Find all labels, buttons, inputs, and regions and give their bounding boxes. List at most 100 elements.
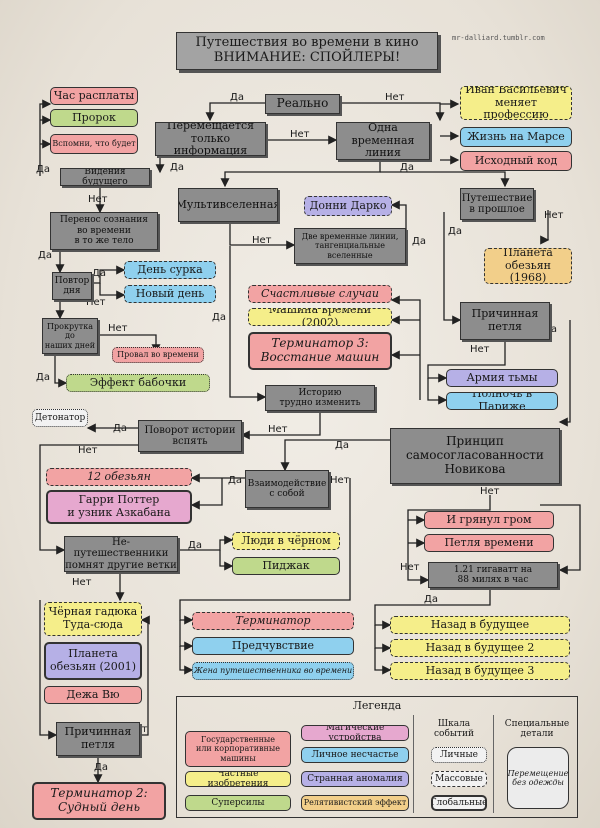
edge-label-no: Нет	[400, 562, 420, 573]
film-12-monkeys: 12 обезьян	[46, 468, 192, 486]
film-prorok: Пророк	[50, 109, 138, 127]
edge-label-no: Нет	[268, 424, 288, 435]
film-mib: Люди в чёрном	[232, 532, 340, 550]
edge-label-yes: Да	[228, 475, 242, 486]
legend-corporate: Государственные или корпоративные машины	[185, 731, 291, 767]
title-line-2: ВНИМАНИЕ: СПОЙЛЕРЫ!	[213, 50, 401, 65]
edge-label-yes: Да	[400, 162, 414, 173]
film-army: Армия тьмы	[446, 369, 558, 387]
legend-title: Легенда	[352, 699, 402, 712]
film-t2: Терминатор 2: Судный день	[32, 782, 166, 820]
film-failure: Провал во времени	[112, 347, 204, 363]
film-wife: Жена путешественника во времени	[192, 662, 354, 680]
film-premonition: Предчувствие	[192, 637, 354, 655]
legend-no-clothes: Перемещение без одежды	[507, 747, 569, 809]
edge-label-yes: Да	[170, 162, 184, 173]
film-potter: Гарри Поттер и узник Азкабана	[46, 490, 192, 524]
film-detonator: Детонатор	[32, 409, 88, 427]
film-mars: Жизнь на Марсе	[460, 127, 572, 147]
node-novikov: Принцип самосогласованности Новикова	[390, 428, 560, 484]
film-midnight: Полночь в Париже	[446, 392, 558, 410]
edge-label-no: Нет	[72, 577, 92, 588]
edge-label-yes: Да	[448, 226, 462, 237]
node-interaction: Взаимодействие с собой	[245, 470, 329, 508]
film-new-day: Новый день	[124, 285, 216, 303]
film-planet2001: Планета обезьян (2001)	[44, 642, 142, 680]
node-two-lines: Две временные линии, тангенциальные всел…	[294, 228, 406, 264]
edge-label-yes: Да	[36, 164, 50, 175]
edge-label-yes: Да	[424, 594, 438, 605]
film-butterfly: Эффект бабочки	[66, 374, 210, 392]
node-non-travelers: Не-путешественники помнят другие ветки	[64, 536, 178, 572]
edge-label-no: Нет	[480, 486, 500, 497]
node-info-only: Перемещается только информация	[155, 122, 266, 156]
edge-label-yes: Да	[92, 268, 106, 279]
edge-label-yes: Да	[94, 762, 108, 773]
node-consciousness: Перенос сознания во времени в то же тело	[50, 212, 158, 250]
film-timecrimes: Петля времени	[424, 534, 554, 552]
node-scroll: Прокрутка до наших дней	[42, 318, 98, 354]
edge-label-yes: Да	[212, 312, 226, 323]
edge-label-no: Нет	[330, 475, 350, 486]
node-past-travel: Путешествие в прошлое	[460, 188, 534, 220]
film-jacket: Пиджак	[232, 557, 340, 575]
film-bttf2: Назад в будущее 2	[390, 639, 570, 657]
edge-label-yes: Да	[335, 440, 349, 451]
film-vspomni: Вспомни, что будет	[50, 134, 138, 154]
film-blackadder: Чёрная гадюка Туда-сюда	[44, 602, 142, 636]
edge-label-no: Нет	[290, 129, 310, 140]
edge-label-yes: Да	[38, 250, 52, 261]
edge-label-no: Нет	[544, 210, 564, 221]
film-happy: Счастливые случаи	[248, 285, 392, 303]
film-chas-rasplaty: Час расплаты	[50, 87, 138, 105]
node-causal-loop-2: Причинная петля	[56, 722, 140, 756]
edge-label-no: Нет	[108, 323, 128, 334]
edge-label-no: Нет	[252, 235, 272, 246]
legend-anomaly: Странная аномалия	[301, 771, 409, 787]
film-donnie: Донни Дарко	[304, 196, 392, 216]
edge-label-no: Нет	[470, 344, 490, 355]
edge-label-yes: Да	[113, 423, 127, 434]
legend-global: Глобальные	[431, 795, 487, 811]
film-ivan: Иван Васильевич меняет профессию	[460, 86, 572, 120]
legend-accident: Личное несчастье	[301, 747, 409, 763]
film-t3: Терминатор 3: Восстание машин	[248, 332, 392, 370]
watermark: mr-dalliard.tumblr.com	[452, 34, 545, 42]
legend-personal: Личные	[431, 747, 487, 763]
edge-label-yes: Да	[412, 236, 426, 247]
film-dejavu: Дежа Вю	[44, 686, 142, 704]
node-visions: Видения будущего	[60, 168, 150, 186]
node-repeat-day: Повтор дня	[52, 272, 92, 300]
film-terminator: Терминатор	[192, 612, 354, 630]
edge-label-no: Нет	[86, 297, 106, 308]
legend-magic: Магические устройства	[301, 725, 409, 741]
film-bttf3: Назад в будущее 3	[390, 662, 570, 680]
edge-label-yes: Да	[230, 92, 244, 103]
node-gigawatts: 1.21 гигаватт на 88 милях в час	[428, 562, 558, 588]
film-machine-2002: Машина времени (2002)	[248, 308, 392, 326]
page-title: Путешествия во времени в кино ВНИМАНИЕ: …	[176, 32, 438, 70]
film-bttf1: Назад в будущее	[390, 616, 570, 634]
legend-private: Частные изобретения	[185, 771, 291, 787]
legend-special-title: Специальные детали	[504, 718, 570, 739]
edge-label-yes: Да	[188, 540, 202, 551]
legend-superpowers: Суперсилы	[185, 795, 291, 811]
edge-label-no: Нет	[78, 445, 98, 456]
film-planet68: Планета обезьян (1968)	[484, 248, 572, 284]
title-line-1: Путешествия во времени в кино	[195, 35, 419, 51]
node-realno: Реально	[265, 94, 340, 114]
legend: Легенда Государственные или корпоративны…	[176, 696, 578, 818]
node-one-line: Одна временная линия	[336, 122, 430, 160]
film-groundhog: День сурка	[124, 261, 216, 279]
node-multiverse: Мультивселенная	[178, 188, 278, 222]
legend-relativistic: Релятивистский эффект	[301, 795, 409, 811]
node-history-hard: Историю трудно изменить	[265, 385, 375, 411]
edge-label-yes: Да	[36, 372, 50, 383]
node-causal-loop: Причинная петля	[460, 302, 550, 340]
node-turn-history: Поворот истории вспять	[138, 420, 242, 452]
legend-mass: Массовые	[431, 771, 487, 787]
film-thunder: И грянул гром	[424, 511, 554, 529]
edge-label-no: Нет	[385, 92, 405, 103]
legend-scale-title: Шкала событий	[433, 718, 475, 739]
